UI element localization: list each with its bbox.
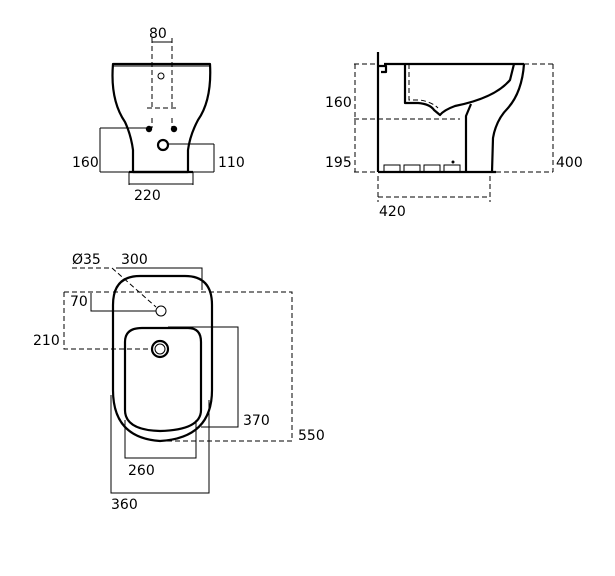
- top-view-dim-360: [110, 395, 210, 494]
- top-view-label-260: 260: [128, 463, 155, 479]
- side-view-label-160: 160: [325, 95, 352, 111]
- top-view-drain-inner-icon: [154, 343, 166, 355]
- top-view-label-300: 300: [121, 252, 148, 268]
- side-view-drain-dot: [451, 160, 455, 164]
- top-view-label-diameter: Ø35: [72, 252, 101, 268]
- front-view-outline: [111, 62, 212, 174]
- top-view-label-70: 70: [70, 294, 88, 310]
- front-view-dim-220: [128, 172, 194, 185]
- fixing-hole-left-icon: [145, 125, 153, 133]
- side-view-outer-front: [490, 63, 526, 173]
- front-view-waste-dashes: [147, 38, 177, 128]
- side-view-bowl: [403, 63, 516, 117]
- side-view-back-hook: [378, 64, 388, 74]
- front-view: 80 160 110 220: [72, 26, 245, 204]
- top-view-outline: [111, 274, 214, 443]
- top-view-bowl: [123, 326, 203, 433]
- top-view-drain-outer-icon: [150, 339, 170, 359]
- fixing-hole-right-icon: [170, 125, 178, 133]
- side-view-pedestal: [464, 103, 473, 172]
- top-view-label-210: 210: [33, 333, 60, 349]
- top-view-dim-70: [90, 293, 156, 312]
- top-view-dim-550: [113, 291, 293, 442]
- top-view-label-370: 370: [243, 413, 270, 429]
- side-view-hidden-line: [408, 64, 439, 109]
- top-view-label-360: 360: [111, 497, 138, 513]
- side-view-dim-verticals: [354, 64, 554, 202]
- top-view-tap-hole-icon: [155, 305, 167, 317]
- side-view-dim-lines: [354, 63, 553, 173]
- front-view-dim-160: [99, 127, 146, 173]
- top-view-dim-370: [168, 326, 239, 428]
- top-view-dim-300: [116, 267, 203, 290]
- side-view-label-195: 195: [325, 155, 352, 171]
- front-view-label-160: 160: [72, 155, 99, 171]
- side-view: 160 195 400 420: [325, 52, 583, 220]
- front-view-label-220: 220: [134, 188, 161, 204]
- front-view-label-110: 110: [218, 155, 245, 171]
- drain-hole-icon: [156, 138, 170, 152]
- front-view-label-80: 80: [149, 26, 167, 42]
- top-view-diameter-leader: [72, 267, 157, 308]
- front-view-dim-110: [168, 143, 215, 173]
- top-view-dim-210: [63, 291, 152, 350]
- top-view-dim-260: [124, 420, 197, 459]
- top-view: Ø35 300 70 210 370 550 260 360: [33, 252, 325, 513]
- side-view-label-420: 420: [379, 204, 406, 220]
- side-view-label-400: 400: [556, 155, 583, 171]
- top-view-label-550: 550: [298, 428, 325, 444]
- tap-hole-icon: [157, 72, 165, 80]
- side-view-base-feet: [383, 164, 461, 172]
